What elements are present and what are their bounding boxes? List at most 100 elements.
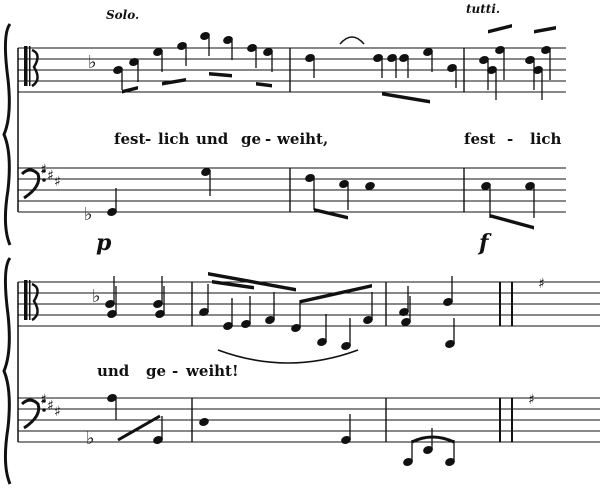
- lyric-syllable: ge: [241, 130, 262, 148]
- beam: [314, 208, 348, 220]
- sharp-sign: ♯: [40, 392, 47, 408]
- lyric-syllable: lich: [530, 130, 562, 148]
- flat-sign: ♭: [84, 204, 93, 225]
- notehead: [199, 308, 209, 316]
- slur: [217, 349, 359, 364]
- notehead: [200, 32, 210, 40]
- notehead: [107, 208, 117, 216]
- bass-clef-dot: [42, 408, 46, 412]
- lyric-syllable: fest: [464, 130, 496, 148]
- beam: [490, 214, 534, 230]
- sharp-sign: ♯: [538, 276, 545, 292]
- notehead: [479, 56, 489, 64]
- system-brace: [2, 23, 12, 246]
- notehead: [341, 342, 351, 350]
- notehead: [305, 54, 315, 62]
- notehead: [495, 46, 505, 54]
- beam: [122, 86, 138, 94]
- notehead: [447, 64, 457, 72]
- lyric-syllable: und: [196, 130, 229, 148]
- notehead: [199, 418, 209, 426]
- c-clef-curve: [31, 282, 39, 322]
- notehead: [177, 42, 187, 50]
- notehead: [105, 300, 115, 308]
- lyric-hyphen: -: [507, 130, 514, 148]
- bass-clef-dot: [42, 399, 46, 403]
- notehead: [403, 458, 413, 466]
- sharp-sign: ♯: [47, 398, 54, 414]
- notehead: [317, 338, 327, 346]
- notehead: [525, 56, 535, 64]
- beam: [162, 78, 186, 86]
- lyric-syllable: lich: [158, 130, 190, 148]
- beam: [300, 284, 372, 304]
- c-clef-curve: [31, 48, 39, 88]
- notehead: [533, 66, 543, 74]
- beam: [208, 272, 296, 292]
- bass-clef-dot: [42, 178, 46, 182]
- notehead: [223, 322, 233, 330]
- flat-sign: ♭: [88, 52, 97, 73]
- sharp-sign: ♯: [528, 392, 535, 408]
- sharp-sign: ♯: [47, 168, 54, 184]
- notehead: [265, 316, 275, 324]
- notehead: [291, 324, 301, 332]
- beam: [411, 435, 455, 444]
- notehead: [339, 180, 349, 188]
- c-clef-bar: [24, 46, 28, 86]
- beam: [117, 414, 161, 442]
- sharp-sign: ♯: [54, 404, 61, 420]
- notehead: [443, 298, 453, 306]
- notehead: [401, 318, 411, 326]
- notehead: [363, 316, 373, 324]
- notehead: [423, 48, 433, 56]
- notehead: [263, 48, 273, 56]
- notehead: [487, 66, 497, 74]
- solo-marking: Solo.: [106, 8, 140, 22]
- lyric-syllable: weiht!: [186, 362, 239, 380]
- flat-sign: ♭: [86, 428, 95, 449]
- lyric-hyphen: -: [172, 362, 179, 380]
- lyric-syllable: ge: [146, 362, 167, 380]
- bass-clef: [20, 398, 41, 430]
- beam: [488, 24, 512, 34]
- notehead: [445, 340, 455, 348]
- notehead: [107, 394, 117, 402]
- notehead: [445, 458, 455, 466]
- notehead: [387, 54, 397, 62]
- system-brace: [2, 257, 12, 485]
- notehead: [153, 48, 163, 56]
- notehead: [481, 182, 491, 190]
- beam: [382, 92, 430, 104]
- bass-clef: [20, 168, 41, 200]
- notehead: [241, 320, 251, 328]
- c-clef-bar: [24, 280, 28, 320]
- tie: [339, 36, 365, 45]
- c-clef-bar: [29, 280, 31, 320]
- c-clef-bar: [29, 46, 31, 86]
- notehead: [113, 66, 123, 74]
- beam: [209, 72, 232, 78]
- beam: [256, 82, 272, 88]
- notehead: [107, 310, 117, 318]
- lyric-syllable: fest: [114, 130, 146, 148]
- beam: [212, 280, 254, 290]
- flat-sign: ♭: [92, 286, 101, 307]
- notehead: [223, 36, 233, 44]
- lyric-hyphen: -: [265, 130, 272, 148]
- notehead: [341, 436, 351, 444]
- notehead: [423, 446, 433, 454]
- notehead: [155, 310, 165, 318]
- sharp-sign: ♯: [54, 174, 61, 190]
- dynamic-piano: p: [96, 230, 112, 256]
- notehead: [201, 168, 211, 176]
- sharp-sign: ♯: [40, 162, 47, 178]
- notehead: [153, 436, 163, 444]
- notehead: [399, 308, 409, 316]
- tutti-marking: tutti.: [466, 2, 501, 16]
- bass-clef-dot: [42, 169, 46, 173]
- lyric-syllable: und: [97, 362, 130, 380]
- notehead: [525, 182, 535, 190]
- notehead: [129, 58, 139, 66]
